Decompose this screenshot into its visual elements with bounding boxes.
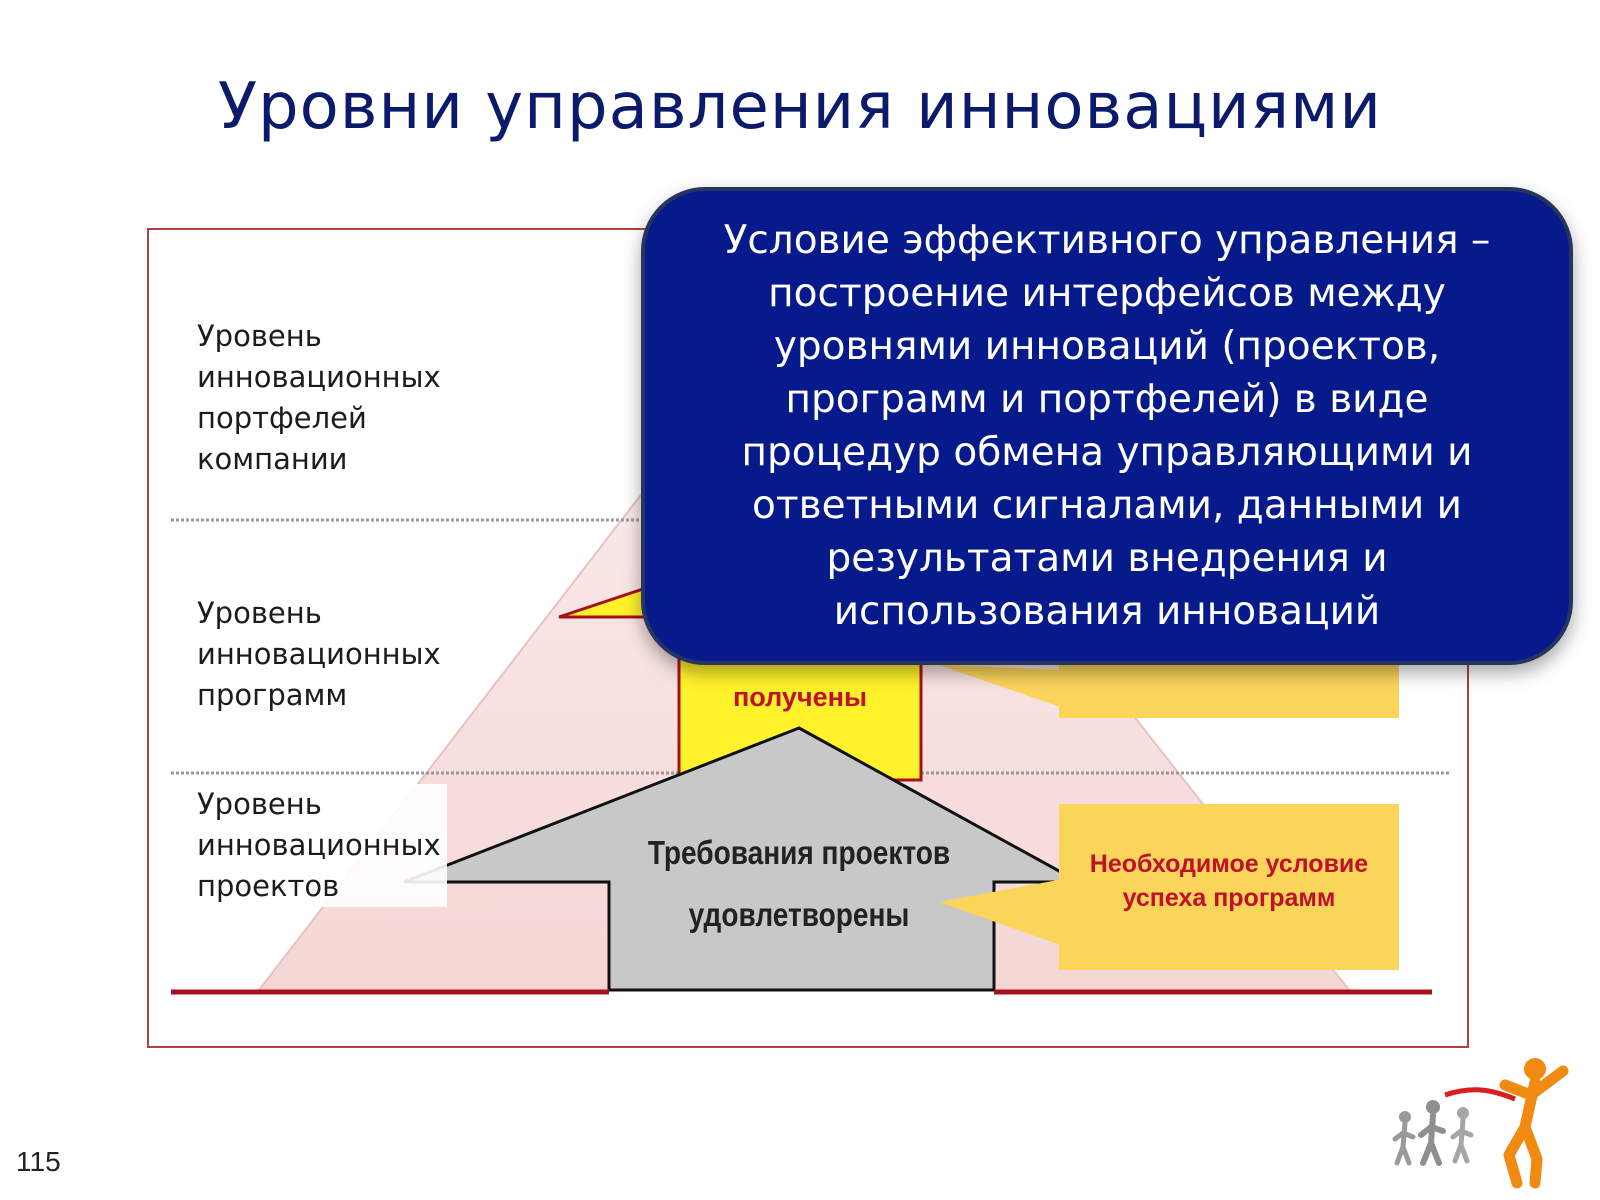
info-box: Условие эффективного управления – постро…	[641, 187, 1573, 665]
lower-callout-line1: Необходимое условие	[1089, 850, 1369, 878]
lower-callout	[1059, 804, 1399, 970]
lower-callout-pointer	[939, 878, 1069, 948]
arrow-text-line1: Требования проектов	[647, 834, 951, 871]
level-label-portfolios: Уровень инновационных портфелей компании	[191, 316, 447, 480]
page-title: Уровни управления инновациями	[217, 70, 1383, 144]
info-box-text: Условие эффективного управления – постро…	[723, 218, 1491, 634]
lower-callout-line2: успеха программ	[1122, 884, 1336, 912]
upper-callout-pointer	[939, 665, 1069, 710]
results-column-text: получены	[733, 682, 867, 712]
level-label-projects: Уровень инновационных проектов	[191, 784, 447, 907]
runners-icon	[1392, 1058, 1569, 1189]
level-label-programs: Уровень инновационных программ	[191, 593, 447, 716]
arrow-text-line2: удовлетворены	[688, 896, 910, 933]
slide-number: 115	[16, 1146, 61, 1177]
